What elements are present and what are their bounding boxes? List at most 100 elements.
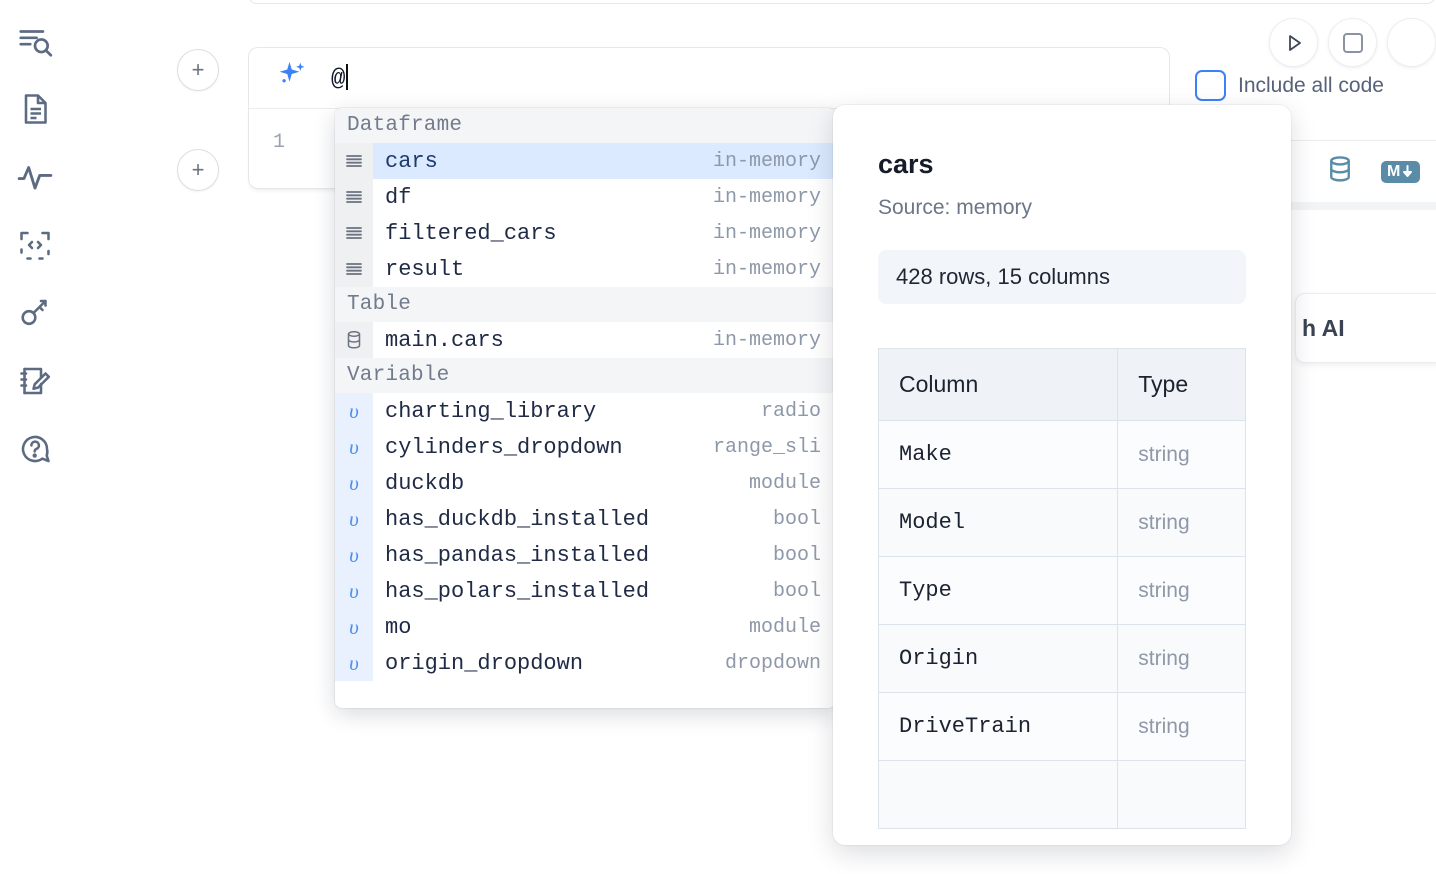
preview-column-name: Type: [877, 556, 1119, 625]
key-icon[interactable]: [12, 290, 58, 336]
autocomplete-item-type: range_sli: [712, 435, 821, 459]
autocomplete-item-name: cars: [385, 148, 438, 174]
autocomplete-item-type: in-memory: [712, 221, 821, 245]
database-icon[interactable]: [1325, 154, 1355, 189]
document-icon[interactable]: [12, 86, 58, 132]
autocomplete-section-header: Dataframe: [335, 108, 835, 143]
preview-column-type: string: [1117, 556, 1246, 625]
cell-run-controls: [1269, 18, 1436, 67]
help-chat-icon[interactable]: [12, 426, 58, 472]
ai-action-chip[interactable]: h AI: [1295, 293, 1436, 363]
autocomplete-section-header: Table: [335, 287, 835, 322]
autocomplete-item-cars[interactable]: cars in-memory: [335, 143, 835, 179]
markdown-download-icon[interactable]: M: [1381, 160, 1420, 183]
include-all-code-label: Include all code: [1238, 73, 1384, 97]
autocomplete-item-type: in-memory: [712, 328, 821, 352]
autocomplete-item-type: module: [748, 615, 821, 639]
variable-kind-icon: υ: [335, 537, 373, 573]
code-snippet-icon[interactable]: [12, 222, 58, 268]
ai-prompt-input[interactable]: @: [331, 63, 349, 93]
line-number: 1: [273, 131, 286, 154]
preview-column-name: DriveTrain: [877, 692, 1119, 761]
table-kind-icon: [335, 322, 373, 358]
markdown-badge-text: M: [1387, 162, 1400, 180]
preview-stats: 428 rows, 15 columns: [878, 250, 1246, 304]
text-caret: [346, 63, 349, 90]
more-actions-button[interactable]: [1387, 18, 1436, 67]
preview-source: Source: memory: [878, 196, 1033, 219]
preview-column-type: string: [1117, 624, 1246, 693]
ai-prompt-value: @: [331, 65, 346, 93]
preview-column-name: [877, 760, 1119, 829]
add-cell-button-top[interactable]: +: [177, 49, 219, 91]
add-cell-button-bottom[interactable]: +: [177, 149, 219, 191]
autocomplete-item-type: bool: [772, 579, 821, 603]
autocomplete-item-filtered_cars[interactable]: filtered_cars in-memory: [335, 215, 835, 251]
autocomplete-item-name: filtered_cars: [385, 220, 557, 246]
autocomplete-item-origin_dropdown[interactable]: υ origin_dropdown dropdown: [335, 645, 835, 681]
autocomplete-section-header: Variable: [335, 358, 835, 393]
activity-pulse-icon[interactable]: [12, 154, 58, 200]
autocomplete-item-name: cylinders_dropdown: [385, 434, 623, 460]
variable-kind-icon: υ: [335, 393, 373, 429]
preview-column-type: string: [1117, 692, 1246, 761]
stop-icon: [1342, 32, 1363, 53]
autocomplete-item-type: in-memory: [712, 257, 821, 281]
run-button[interactable]: [1269, 18, 1318, 67]
autocomplete-item-type: in-memory: [712, 149, 821, 173]
autocomplete-item-has_polars_installed[interactable]: υ has_polars_installed bool: [335, 573, 835, 609]
dataframe-kind-icon: [335, 179, 373, 215]
output-toolbar-divider: [1175, 202, 1436, 210]
variable-kind-icon: υ: [335, 465, 373, 501]
autocomplete-item-type: module: [748, 471, 821, 495]
variable-kind-icon: υ: [335, 609, 373, 645]
preview-column-name: Model: [877, 488, 1119, 557]
include-all-code-checkbox[interactable]: [1195, 70, 1226, 101]
column-header-type: Type: [1117, 348, 1246, 421]
autocomplete-item-name: has_duckdb_installed: [385, 506, 650, 532]
autocomplete-item-name: df: [385, 184, 412, 210]
file-explorer-search-icon[interactable]: [12, 18, 58, 64]
table-header-row: Column Type: [877, 348, 1246, 421]
preview-column-type: [1117, 760, 1246, 829]
preview-column-type: string: [1117, 488, 1246, 557]
autocomplete-item-cylinders_dropdown[interactable]: υ cylinders_dropdown range_sli: [335, 429, 835, 465]
autocomplete-item-type: bool: [772, 507, 821, 531]
autocomplete-item-type: dropdown: [724, 651, 821, 675]
variable-kind-icon: υ: [335, 645, 373, 681]
left-icon-rail: [0, 0, 70, 874]
ai-prompt-cell[interactable]: @: [248, 47, 1170, 109]
sparkle-ai-icon: [273, 58, 309, 99]
table-row-partial: [877, 760, 1246, 829]
variable-kind-icon: υ: [335, 573, 373, 609]
column-header-column: Column: [877, 348, 1119, 421]
autocomplete-item-name: result: [385, 256, 465, 282]
autocomplete-item-name: mo: [385, 614, 412, 640]
autocomplete-item-result[interactable]: result in-memory: [335, 251, 835, 287]
variable-kind-icon: υ: [335, 429, 373, 465]
stop-button[interactable]: [1328, 18, 1377, 67]
autocomplete-item-name: origin_dropdown: [385, 650, 584, 676]
previous-cell-edge: [248, 0, 1436, 4]
scratchpad-edit-icon[interactable]: [12, 358, 58, 404]
autocomplete-item-name: duckdb: [385, 470, 465, 496]
include-all-code-row[interactable]: Include all code: [1195, 70, 1384, 101]
dataframe-preview-panel: cars Source: memory 428 rows, 15 columns…: [833, 105, 1291, 845]
dataframe-kind-icon: [335, 143, 373, 179]
dataframe-kind-icon: [335, 215, 373, 251]
autocomplete-item-name: has_polars_installed: [385, 578, 650, 604]
autocomplete-item-type: radio: [760, 399, 821, 423]
